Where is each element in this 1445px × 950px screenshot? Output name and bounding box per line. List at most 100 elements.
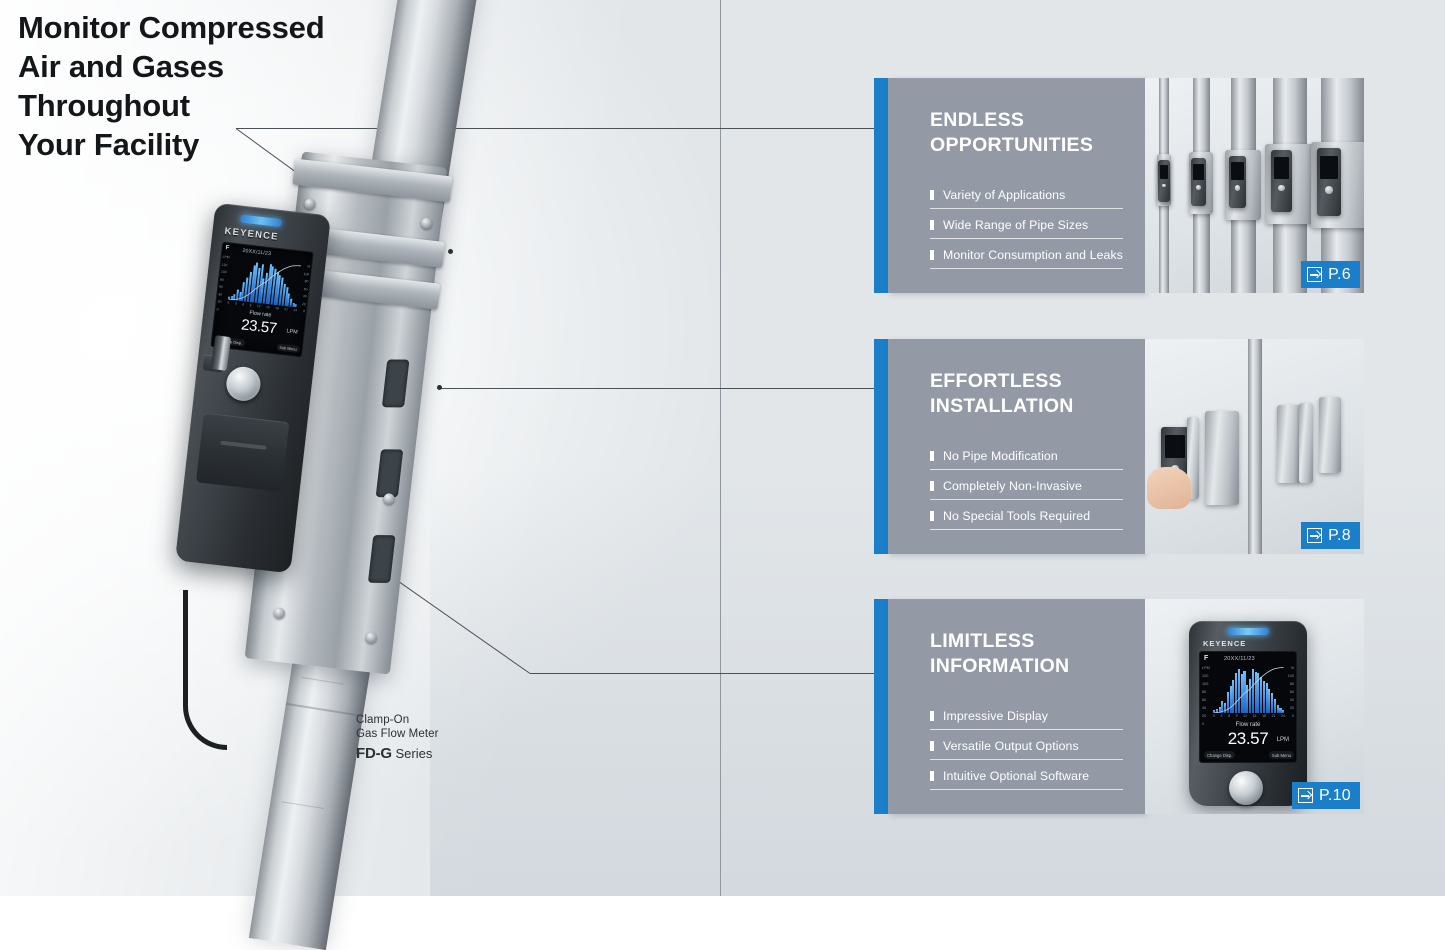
card-text-panel: EFFORTLESS INSTALLATION No Pipe Modifica… [888,339,1145,554]
card-bullet: Wide Range of Pipe Sizes [930,217,1123,239]
screen-bar-chart [1213,665,1285,713]
page-link-badge[interactable]: P.10 [1291,782,1360,809]
card-accent-bar [874,599,888,814]
brand-logo: KEYENCE [1203,639,1247,648]
card-bullet: Variety of Applications [930,187,1123,209]
screen-metric-label: Flow rate [1235,722,1261,728]
card-bullet: Versatile Output Options [930,738,1123,760]
card-bullet: Intuitive Optional Software [930,768,1123,790]
screen-softkeys: Change Disp. Sub Menu [1204,751,1294,759]
leader-line-card-1 [236,128,876,129]
chart-bar [1235,672,1238,713]
caption-model-name: FD-G [356,745,392,762]
card-limitless-information[interactable]: LIMITLESS INFORMATION Impressive Display… [874,599,1364,814]
card-bullet: No Special Tools Required [930,508,1123,530]
chart-bar [1257,673,1260,713]
card-bullet: Impressive Display [930,708,1123,730]
caption-line-1: Clamp-On [356,714,410,726]
chart-trend-line [229,265,301,301]
axis-tick: 3 [1220,714,1223,718]
chart-bar [1218,706,1221,713]
chart-bar [1254,671,1257,713]
chart-bar [1243,670,1246,713]
axis-tick: 15 [1252,714,1257,718]
status-led [239,214,283,228]
device-navigation-knob [1229,771,1263,805]
card-bullet-list: Impressive Display Versatile Output Opti… [930,708,1123,790]
axis-tick: 9 [249,303,252,308]
axis-tick: 18 [1262,714,1266,718]
headline-line-1: Monitor Compressed [18,10,325,45]
chart-bar [1226,691,1229,713]
product-caption: Clamp-On Gas Flow Meter FD-G Series [356,714,439,761]
chart-bar [1240,674,1243,713]
card-bullet-list: No Pipe Modification Completely Non-Inva… [930,448,1123,530]
screen-button-sub-menu[interactable]: Sub Menu [1268,751,1294,759]
axis-tick: 100 [220,269,227,275]
axis-tick: 80 [1202,690,1207,694]
page-title: Monitor Compressed Air and Gases Through… [18,8,458,164]
axis-tick: 18 [275,306,280,311]
device-terminal-cover [195,412,290,492]
axis-tick: % [1290,666,1294,670]
screen-button-change-disp[interactable]: Change Disp. [1204,751,1236,759]
chart-bar [1221,701,1224,713]
card-bullet-list: Variety of Applications Wide Range of Pi… [930,187,1123,269]
chart-bar [1246,685,1249,713]
card-title-line-1: EFFORTLESS [930,370,1062,392]
screen-mode-icon: F [225,245,230,252]
chart-bar [1262,680,1265,713]
axis-tick: 0 [227,300,230,305]
axis-tick: 40 [302,294,307,299]
chart-bar [1213,710,1216,713]
card-effortless-installation[interactable]: EFFORTLESS INSTALLATION No Pipe Modifica… [874,339,1364,554]
headline-line-3: Throughout [18,88,190,123]
screen-unit: LPM [286,328,298,336]
axis-tick: 0 [1213,714,1215,718]
screen-button-sub-menu[interactable]: Sub Menu [276,343,301,354]
axis-tick: LPM [222,254,230,260]
page-link-label: P.6 [1328,265,1351,283]
leader-line-card-2 [440,388,876,389]
caption-model-suffix: Series [391,746,433,761]
axis-tick: 0 [1291,714,1294,718]
axis-tick: 6 [1228,714,1231,718]
card-endless-opportunities[interactable]: ENDLESS OPPORTUNITIES Variety of Applica… [874,78,1364,293]
leader-line-card-3 [530,673,876,674]
headline-line-4: Your Facility [18,127,200,162]
card-photo-installation: P.8 [1145,339,1364,554]
card-title-line-1: ENDLESS [930,109,1025,131]
chart-bar [1249,678,1252,713]
card-accent-bar [874,339,888,554]
axis-tick: 3 [234,301,237,306]
axis-tick: 60 [1202,698,1207,702]
chart-trend-line [1214,667,1284,713]
axis-tick: 120 [1202,674,1209,678]
chart-bar [1260,677,1263,713]
chart-bar [1237,668,1240,713]
screen-mode-icon: F [1204,655,1209,662]
card-title-line-2: OPPORTUNITIES [930,134,1094,156]
axis-tick: 9 [1235,714,1238,718]
axis-tick: 40 [1202,706,1207,710]
chart-bar [1279,708,1282,713]
device-cable [183,590,227,750]
page-link-badge[interactable]: P.8 [1301,522,1360,549]
card-bullet: Completely Non-Invasive [930,478,1123,500]
chart-bar [1273,699,1276,713]
arrow-right-icon [1297,788,1313,803]
leader-dot-card-2 [437,385,442,390]
status-led [1227,628,1269,635]
axis-tick: 24 [293,308,298,313]
chart-bar [1251,668,1254,713]
page-link-badge[interactable]: P.6 [1301,261,1360,288]
page-link-label: P.8 [1328,526,1351,544]
background-gridline-vertical [720,0,721,896]
